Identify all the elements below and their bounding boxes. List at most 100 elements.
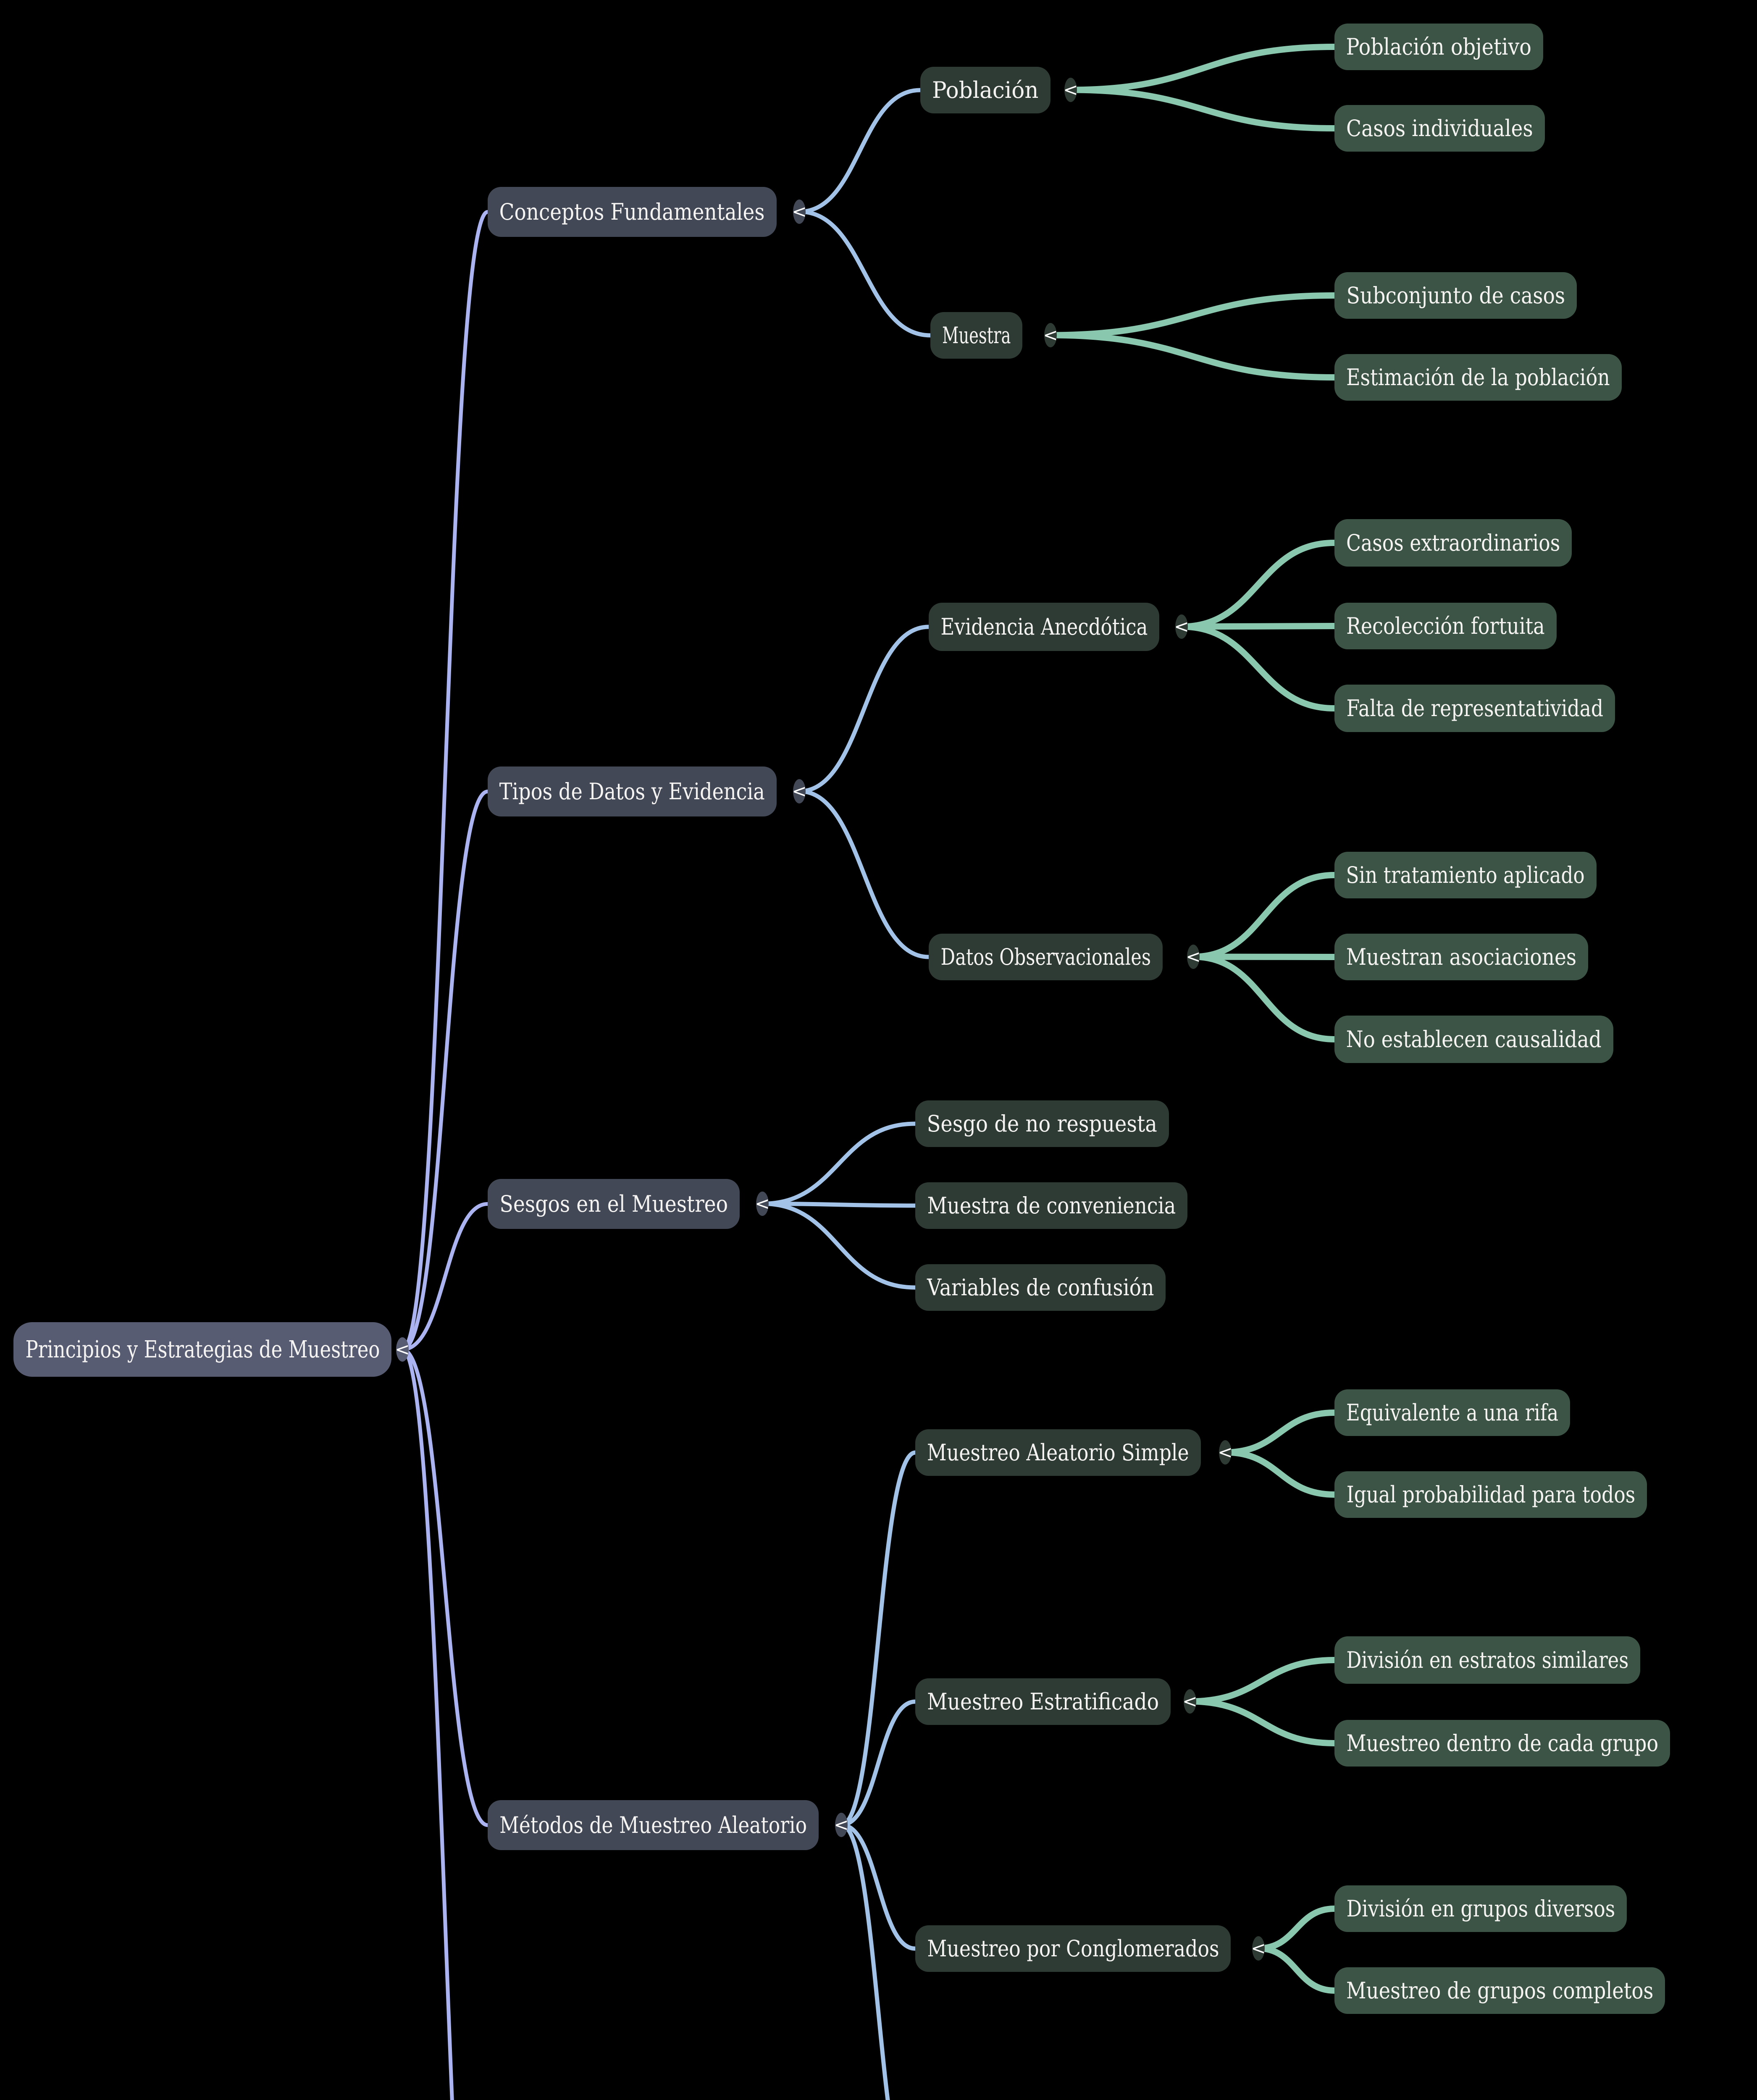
node-sesgos-muestreo-label: Sesgos en el Muestreo — [499, 1191, 728, 1217]
node-division-grupos-diversos: División en grupos diversos — [1334, 1885, 1627, 1932]
link-root--conceptos-fundamentales — [400, 210, 490, 1352]
collapse-button-poblacion[interactable]: < — [1063, 78, 1078, 102]
collapse-button-evidencia-anecdotica[interactable]: < — [1174, 614, 1189, 639]
link-muestra--subconjunto-casos — [1047, 292, 1338, 339]
node-sin-tratamiento-aplicado-label: Sin tratamiento aplicado — [1346, 862, 1585, 888]
collapse-button-metodos-muestreo-aleatorio[interactable]: < — [834, 1813, 849, 1837]
node-tipos-datos-evidencia-label: Tipos de Datos y Evidencia — [499, 778, 765, 805]
node-casos-extraordinarios-label: Casos extraordinarios — [1346, 530, 1560, 556]
collapse-button-muestra[interactable]: < — [1043, 323, 1058, 347]
link-evidencia-anecdotica--falta-representatividad — [1178, 623, 1338, 711]
node-tipos-datos-evidencia: Tipos de Datos y Evidencia — [488, 766, 777, 816]
node-muestra-conveniencia: Muestra de conveniencia — [915, 1182, 1187, 1229]
node-muestra-label: Muestra — [942, 322, 1011, 349]
node-muestreo-grupos-completos-label: Muestreo de grupos completos — [1346, 1977, 1654, 2004]
node-division-estratos-similares: División en estratos similares — [1334, 1636, 1640, 1684]
node-division-grupos-diversos-label: División en grupos diversos — [1346, 1895, 1615, 1922]
link-tipos-datos-evidencia--evidencia-anecdotica — [797, 625, 931, 793]
collapse-button-tipos-datos-evidencia[interactable]: < — [792, 779, 807, 803]
link-sesgos-muestreo--muestra-conveniencia — [760, 1202, 917, 1208]
node-muestreo-conglomerados: Muestreo por Conglomerados — [915, 1925, 1231, 1972]
node-poblacion-label: Población — [932, 77, 1039, 103]
collapse-button-muestreo-aleatorio-simple[interactable]: < — [1218, 1440, 1233, 1465]
node-muestran-asociaciones: Muestran asociaciones — [1334, 934, 1588, 980]
link-evidencia-anecdotica--casos-extraordinarios — [1178, 540, 1338, 630]
node-muestreo-dentro-cada-grupo-label: Muestreo dentro de cada grupo — [1346, 1730, 1658, 1756]
node-metodos-muestreo-aleatorio-label: Métodos de Muestreo Aleatorio — [499, 1812, 807, 1838]
collapse-button-muestreo-conglomerados[interactable]: < — [1251, 1936, 1266, 1961]
node-falta-representatividad-label: Falta de representatividad — [1346, 695, 1603, 722]
link-muestreo-aleatorio-simple--igual-probabilidad — [1222, 1449, 1338, 1498]
node-evidencia-anecdotica-label: Evidencia Anecdótica — [940, 614, 1148, 640]
collapse-button-conceptos-fundamentales[interactable]: < — [792, 200, 807, 224]
node-muestreo-estratificado-label: Muestreo Estratificado — [927, 1688, 1159, 1715]
link-muestreo-estratificado--muestreo-dentro-cada-grupo — [1187, 1698, 1338, 1746]
node-no-establecen-causalidad: No establecen causalidad — [1334, 1016, 1613, 1063]
node-conceptos-fundamentales-label: Conceptos Fundamentales — [499, 199, 765, 225]
node-estimacion-poblacion-label: Estimación de la población — [1346, 364, 1610, 391]
node-casos-individuales-label: Casos individuales — [1346, 115, 1533, 142]
link-metodos-muestreo-aleatorio--muestreo-conglomerados — [839, 1823, 917, 1951]
node-muestreo-aleatorio-simple: Muestreo Aleatorio Simple — [915, 1429, 1201, 1476]
node-sesgo-no-respuesta-label: Sesgo de no respuesta — [927, 1110, 1158, 1137]
link-sesgos-muestreo--sesgo-no-respuesta — [760, 1121, 917, 1206]
link-tipos-datos-evidencia--datos-observacionales — [797, 789, 931, 959]
node-metodos-muestreo-aleatorio: Métodos de Muestreo Aleatorio — [488, 1800, 819, 1850]
node-variables-confusion-label: Variables de confusión — [927, 1274, 1154, 1301]
link-sesgos-muestreo--variables-confusion — [760, 1202, 917, 1290]
node-muestreo-aleatorio-simple-label: Muestreo Aleatorio Simple — [927, 1439, 1189, 1466]
node-evidencia-anecdotica: Evidencia Anecdótica — [929, 603, 1159, 651]
link-conceptos-fundamentales--muestra — [797, 210, 932, 338]
collapse-button-datos-observacionales[interactable]: < — [1186, 945, 1201, 969]
node-division-estratos-similares-label: División en estratos similares — [1346, 1647, 1628, 1673]
link-root--metodos-muestreo-aleatorio — [400, 1347, 490, 1827]
link-poblacion--casos-individuales — [1067, 87, 1338, 131]
link-root--sesgos-muestreo — [400, 1202, 490, 1352]
collapse-button-root[interactable]: < — [395, 1337, 410, 1362]
node-recoleccion-fortuita-label: Recolección fortuita — [1346, 613, 1545, 639]
link-root--estudios-observacionales — [400, 1347, 454, 2100]
node-estimacion-poblacion: Estimación de la población — [1334, 354, 1622, 401]
node-poblacion-objetivo: Población objetivo — [1334, 24, 1543, 70]
collapse-button-sesgos-muestreo[interactable]: < — [755, 1192, 770, 1216]
node-conceptos-fundamentales: Conceptos Fundamentales — [488, 187, 777, 237]
node-equivalente-rifa-label: Equivalente a una rifa — [1346, 1399, 1559, 1426]
link-datos-observacionales--no-establecen-causalidad — [1190, 953, 1338, 1042]
node-muestreo-estratificado: Muestreo Estratificado — [915, 1678, 1171, 1725]
node-muestran-asociaciones-label: Muestran asociaciones — [1346, 944, 1577, 970]
link-muestreo-aleatorio-simple--equivalente-rifa — [1222, 1410, 1338, 1456]
node-muestreo-dentro-cada-grupo: Muestreo dentro de cada grupo — [1334, 1720, 1670, 1767]
node-muestreo-grupos-completos: Muestreo de grupos completos — [1334, 1967, 1665, 2014]
node-casos-extraordinarios: Casos extraordinarios — [1334, 519, 1572, 567]
link-metodos-muestreo-aleatorio--muestreo-aleatorio-simple — [839, 1450, 917, 1827]
link-muestra--estimacion-poblacion — [1047, 332, 1338, 381]
link-muestreo-conglomerados--muestreo-grupos-completos — [1255, 1945, 1338, 1994]
node-no-establecen-causalidad-label: No establecen causalidad — [1346, 1026, 1602, 1053]
node-subconjunto-casos: Subconjunto de casos — [1334, 272, 1577, 319]
node-poblacion: Población — [920, 67, 1051, 113]
node-sesgo-no-respuesta: Sesgo de no respuesta — [915, 1100, 1169, 1147]
node-muestra-conveniencia-label: Muestra de conveniencia — [927, 1192, 1176, 1219]
node-equivalente-rifa: Equivalente a una rifa — [1334, 1389, 1570, 1436]
node-variables-confusion: Variables de confusión — [915, 1264, 1166, 1311]
node-casos-individuales: Casos individuales — [1334, 105, 1545, 152]
link-evidencia-anecdotica--recoleccion-fortuita — [1178, 623, 1338, 630]
link-datos-observacionales--sin-tratamiento-aplicado — [1190, 872, 1338, 960]
node-datos-observacionales: Datos Observacionales — [929, 934, 1163, 980]
link-metodos-muestreo-aleatorio--muestreo-estratificado — [839, 1699, 917, 1827]
link-muestreo-conglomerados--division-grupos-diversos — [1255, 1906, 1338, 1952]
node-muestreo-conglomerados-label: Muestreo por Conglomerados — [927, 1935, 1219, 1962]
node-muestra: Muestra — [930, 312, 1022, 359]
node-sin-tratamiento-aplicado: Sin tratamiento aplicado — [1334, 852, 1597, 898]
node-subconjunto-casos-label: Subconjunto de casos — [1346, 282, 1565, 309]
link-poblacion--poblacion-objetivo — [1067, 44, 1338, 93]
node-poblacion-objetivo-label: Población objetivo — [1346, 34, 1532, 60]
node-recoleccion-fortuita: Recolección fortuita — [1334, 603, 1557, 649]
node-root: Principios y Estrategias de Muestreo — [13, 1322, 391, 1377]
link-conceptos-fundamentales--poblacion — [797, 88, 922, 214]
link-metodos-muestreo-aleatorio--muestreo-etapico — [839, 1823, 890, 2100]
collapse-button-muestreo-estratificado[interactable]: < — [1182, 1689, 1198, 1714]
node-sesgos-muestreo: Sesgos en el Muestreo — [488, 1179, 740, 1229]
